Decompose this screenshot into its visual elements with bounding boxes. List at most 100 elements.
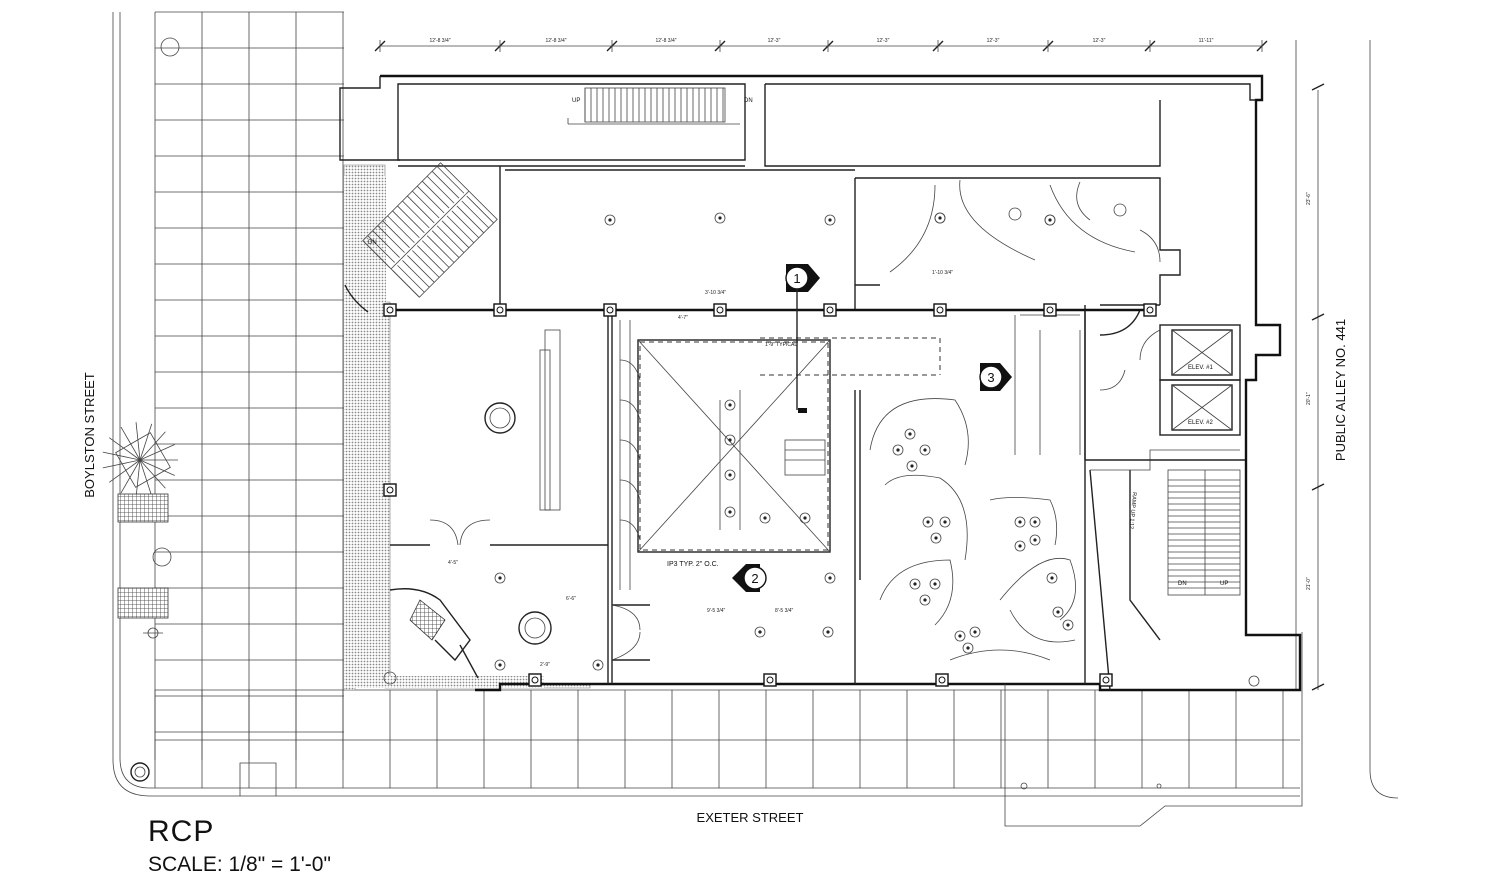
recessed-light-icon xyxy=(954,630,966,642)
central-skylight xyxy=(637,337,941,553)
column-icon xyxy=(933,303,947,317)
alley-edge xyxy=(1295,40,1399,799)
recessed-light-icon xyxy=(1029,516,1041,528)
column-icon xyxy=(1043,303,1057,317)
recessed-light-icon xyxy=(1029,534,1041,546)
main-interior-walls xyxy=(385,308,1150,684)
recessed-light-icon xyxy=(922,516,934,528)
dim-int-7: 8'-5 3/4" xyxy=(775,608,794,614)
perimeter-hatch-west xyxy=(344,176,386,688)
street-east-label: PUBLIC ALLEY NO. 441 xyxy=(1333,319,1348,461)
column-icon xyxy=(823,303,837,317)
dim-top-label: 12'-3" xyxy=(1093,38,1106,44)
dim-int-2: 4'-7" xyxy=(678,315,688,321)
street-south-label: EXETER STREET xyxy=(697,810,804,825)
recessed-light-icon xyxy=(1062,619,1074,631)
street-west-label: BOYLSTON STREET xyxy=(82,372,97,498)
east-corridor xyxy=(1084,305,1245,461)
recessed-light-icon xyxy=(1014,516,1026,528)
elevator-core: ELEV. #1 ELEV. #2 xyxy=(1159,324,1241,436)
recessed-light-icon xyxy=(1014,540,1026,552)
manhole xyxy=(130,762,150,782)
recessed-light-icon xyxy=(724,506,736,518)
site-circle-1 xyxy=(160,37,180,57)
recessed-light-icon xyxy=(909,578,921,590)
site-circle-2 xyxy=(152,547,172,567)
recessed-light-icon xyxy=(962,642,974,654)
right-dimension-string: 23'-6" 20'-1" 21'-0" xyxy=(1306,83,1325,691)
column-icon xyxy=(1099,673,1113,687)
column-icon xyxy=(603,303,617,317)
drawing-scale: SCALE: 1/8" = 1'-0" xyxy=(148,853,331,876)
top-dimension-string: 12'-8 3/4"12'-8 3/4"12'-8 3/4"12'-3"12'-… xyxy=(374,38,1268,52)
section-marker-2: 2 xyxy=(732,564,767,592)
stair-dn-label: DN xyxy=(744,98,753,104)
door-nw xyxy=(344,284,369,313)
column-icon xyxy=(383,303,397,317)
stair-east: DN UP xyxy=(1167,469,1241,596)
dim-right-2: 20'-1" xyxy=(1306,392,1312,405)
elev-2-label: ELEV. #2 xyxy=(1188,420,1213,426)
recessed-light-icon xyxy=(930,532,942,544)
recessed-light-icon xyxy=(724,399,736,411)
recessed-light-icon xyxy=(1052,606,1064,618)
column-icon xyxy=(763,673,777,687)
elev-1-label: ELEV. #1 xyxy=(1188,365,1213,371)
dim-top-label: 12'-3" xyxy=(768,38,781,44)
dim-int-4: 6'-6" xyxy=(566,596,576,602)
recessed-light-icon xyxy=(906,460,918,472)
sidewalk-west xyxy=(112,11,1300,797)
recessed-light-icon xyxy=(759,512,771,524)
marker-2-label: 2 xyxy=(751,571,758,586)
column-icon xyxy=(713,303,727,317)
recessed-light-icon xyxy=(934,212,946,224)
east-showroom-fixtures xyxy=(869,314,1081,661)
recessed-light-icon xyxy=(892,444,904,456)
recessed-light-icon xyxy=(1044,214,1056,226)
section-marker-3: 3 xyxy=(979,363,1012,391)
stair-northwest xyxy=(362,162,498,298)
recessed-light-icon xyxy=(904,428,916,440)
dim-int-3: 1'-10 3/4" xyxy=(932,270,953,276)
recessed-light-icon xyxy=(919,444,931,456)
dim-top-label: 12'-3" xyxy=(987,38,1000,44)
paver-patch-1 xyxy=(117,493,169,523)
column-icon xyxy=(1143,303,1157,317)
recessed-light-icon xyxy=(929,578,941,590)
dim-top-label: 12'-8 3/4" xyxy=(655,38,676,44)
drawing-title: RCP xyxy=(148,815,215,848)
west-room-fixtures xyxy=(484,320,641,645)
recessed-light-icon xyxy=(824,214,836,226)
recessed-light-icon xyxy=(969,626,981,638)
column-icon xyxy=(935,673,949,687)
south-notch xyxy=(239,762,277,796)
dim-right-3: 21'-0" xyxy=(1306,577,1312,590)
recessed-light-icon xyxy=(799,512,811,524)
dim-top-label: 11'-11" xyxy=(1199,38,1214,44)
dim-int-6: 9'-5 3/4" xyxy=(707,608,726,614)
recessed-light-icon xyxy=(939,516,951,528)
stair-nw-dn: DN xyxy=(368,240,377,246)
marker-1-label: 1 xyxy=(793,271,800,286)
marker-3-label: 3 xyxy=(987,370,994,385)
recessed-light-icon xyxy=(1046,572,1058,584)
column-icon xyxy=(528,673,542,687)
northeast-rooms xyxy=(855,177,1181,306)
dim-top-label: 12'-8 3/4" xyxy=(545,38,566,44)
dim-int-8: 2'-9" xyxy=(540,662,550,668)
dim-int-5: 4'-5" xyxy=(448,560,458,566)
section-marker-1: 1 xyxy=(785,264,820,413)
dim-int-1: 3'-10 3/4" xyxy=(705,290,726,296)
column-icon xyxy=(383,483,397,497)
east-doors xyxy=(1099,229,1161,391)
southwest-entry xyxy=(389,588,479,679)
recessed-light-icon xyxy=(919,594,931,606)
dim-right-1: 23'-6" xyxy=(1306,192,1312,205)
recessed-light-icon xyxy=(494,659,506,671)
stair-east-up: UP xyxy=(1220,581,1228,587)
stair-up-label: UP xyxy=(572,98,580,104)
perimeter-hatch-south xyxy=(344,676,544,688)
tree-grate xyxy=(102,422,178,498)
building-outline xyxy=(339,74,1302,692)
